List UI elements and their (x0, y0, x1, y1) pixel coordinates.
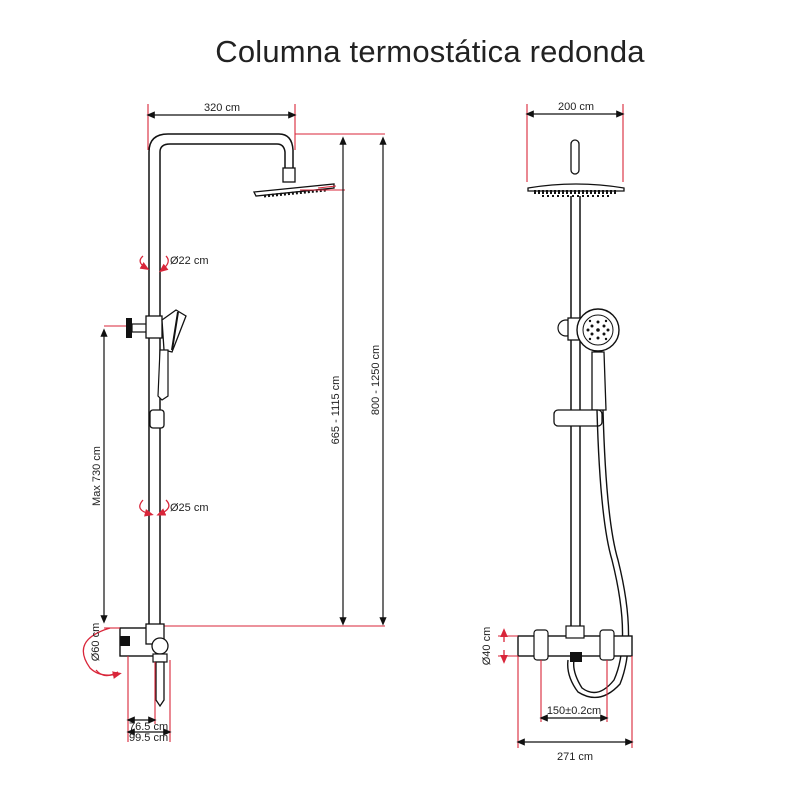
side-view: 320 cm 665 - 1115 cm 800 - 1250 cm Ø22 c… (82, 102, 387, 744)
riser-pipe-outer (148, 133, 294, 628)
label-pipe-upper-diameter: Ø22 cm (170, 255, 209, 267)
label-mixer-diameter-front: Ø40 cm (481, 627, 493, 666)
front-view: 200 cm (481, 101, 634, 763)
rain-shower-head-side (252, 167, 337, 198)
label-head-width-front: 200 cm (558, 101, 594, 113)
riser-pipe-inner (159, 143, 286, 628)
diameter-mark-upper (139, 255, 169, 273)
wall-bracket-side (104, 315, 163, 339)
slide-holder-front (553, 409, 603, 427)
label-mixer-width: 271 cm (557, 751, 593, 763)
page-title: Columna termostática redonda (215, 34, 645, 69)
diameter-mark-mixer-side (82, 627, 122, 679)
rain-shower-head-front (527, 183, 625, 197)
hand-shower-front (576, 308, 620, 411)
thermostatic-mixer-front (517, 625, 633, 662)
label-inlet-distance: 150±0.2cm (547, 705, 601, 717)
diameter-mark-lower (139, 499, 170, 517)
slide-holder-side (149, 409, 165, 429)
label-height-range-outer: 800 - 1250 cm (370, 345, 382, 415)
label-head-width-side: 320 cm (204, 102, 240, 114)
thermostatic-mixer-side (104, 623, 169, 708)
label-height-range-inner: 665 - 1115 cm (330, 376, 342, 445)
label-depth-large: 99.5 cm (129, 732, 168, 744)
label-pipe-lower-diameter: Ø25 cm (170, 502, 209, 514)
label-max-height: Max 730 cm (91, 446, 103, 506)
label-depth-small: 76.5 cm (129, 721, 168, 733)
label-mixer-diameter-side: Ø60 cm (90, 623, 102, 662)
front-arm-top (570, 139, 580, 175)
hand-shower-side (157, 309, 187, 401)
